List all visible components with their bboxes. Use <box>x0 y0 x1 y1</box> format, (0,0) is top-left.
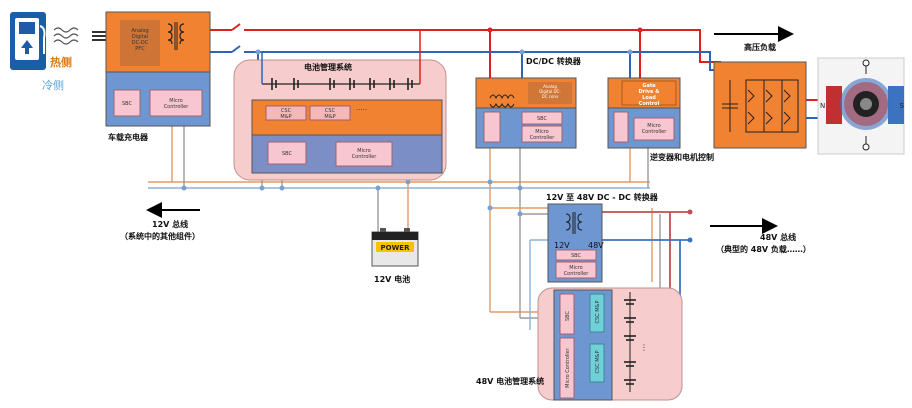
heat-wave-icon <box>53 27 79 45</box>
svg-text:⋮: ⋮ <box>640 343 648 352</box>
svg-text:S: S <box>900 102 905 110</box>
battery12-label: 12V 电池 <box>374 274 410 284</box>
bus48-label-line1: 48V 总线 <box>760 232 796 242</box>
svg-text:.....: ..... <box>356 104 367 112</box>
bus48-label-line2: （典型的 48V 负载……） <box>716 244 811 254</box>
bms-label: 电池管理系统 <box>304 62 352 72</box>
bus12-label-line1: 12V 总线 <box>152 219 188 229</box>
svg-text:12V: 12V <box>554 241 570 250</box>
svg-text:CSC M&P: CSC M&P <box>595 351 601 374</box>
motor-icon: N S <box>817 57 905 155</box>
bms48-label: 48V 电池管理系统 <box>476 376 544 386</box>
hv-load-label: 高压负载 <box>744 42 776 52</box>
power-text: POWER <box>381 244 411 252</box>
power-stage-block <box>713 61 807 149</box>
hot-side-label: 热侧 <box>50 55 72 69</box>
sbc-chip-label: SBC <box>122 101 133 107</box>
12v-battery-icon: POWER <box>371 228 419 267</box>
svg-text:N: N <box>820 102 825 110</box>
12v-bus-lines <box>148 126 661 330</box>
svg-text:Micro Controller: Micro Controller <box>565 347 571 388</box>
svg-text:SBC: SBC <box>571 253 582 259</box>
svg-text:SBC: SBC <box>282 151 293 157</box>
inverter-label: 逆变器和电机控制 <box>650 152 714 162</box>
cold-side-label: 冷侧 <box>42 79 64 92</box>
dcdc-12-48-label: 12V 至 48V DC - DC 转换器 <box>546 192 659 202</box>
bms48-block: SBC Micro Controller CSC M&P CSC M&P ⋮ <box>537 287 683 401</box>
onboard-charger-label: 车载充电器 <box>108 132 149 142</box>
junction-dots <box>181 27 693 243</box>
bus12-label-line2: （系统中的其他组件） <box>120 231 200 241</box>
plug-connector-icon <box>92 31 106 41</box>
dcdc-label: DC/DC 转换器 <box>526 56 582 66</box>
svg-text:SBC: SBC <box>537 116 548 122</box>
svg-text:SBC: SBC <box>565 310 571 321</box>
svg-text:CSC M&P: CSC M&P <box>595 301 601 324</box>
svg-text:48V: 48V <box>588 241 604 250</box>
charging-station-icon <box>10 12 46 70</box>
